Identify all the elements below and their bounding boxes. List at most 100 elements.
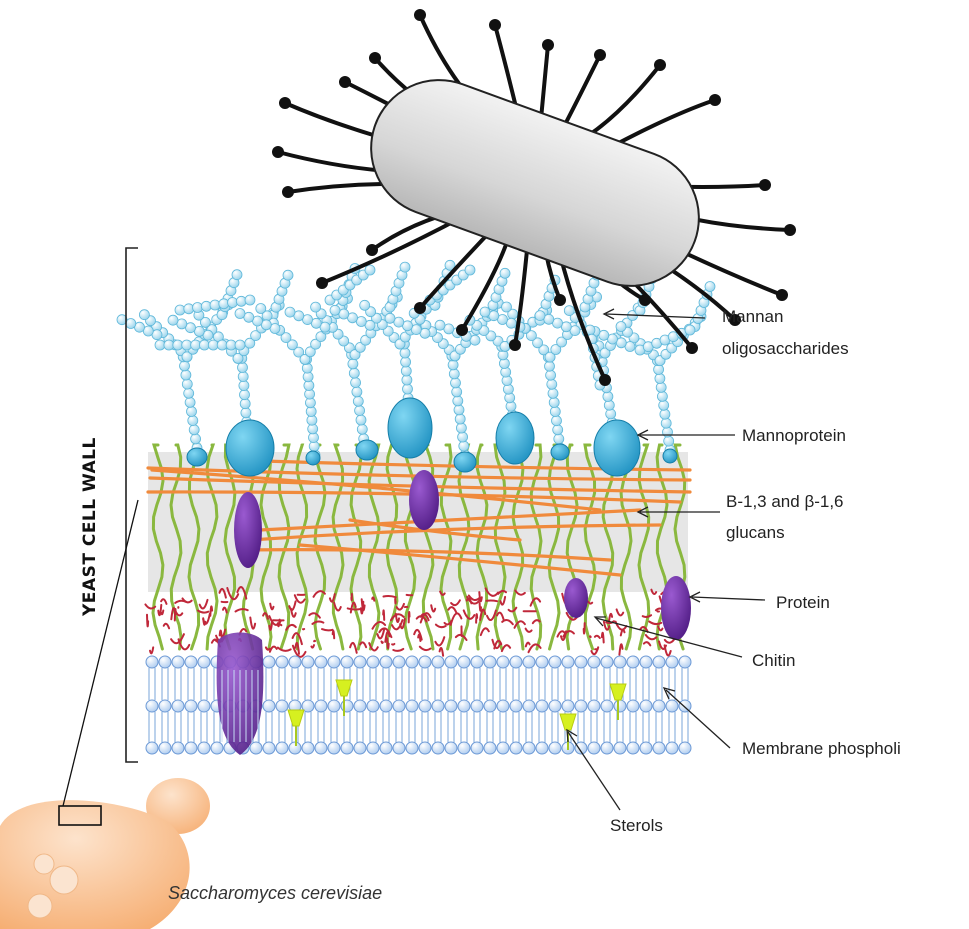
chitin-fiber bbox=[451, 613, 462, 625]
lipid-head bbox=[146, 742, 158, 754]
lipid-head bbox=[640, 700, 652, 712]
pilus-tip bbox=[279, 97, 291, 109]
mannoprotein bbox=[496, 412, 534, 464]
chitin-fiber bbox=[200, 600, 208, 609]
chitin-fiber bbox=[383, 610, 384, 620]
mannan-bead bbox=[458, 432, 468, 442]
chitin-fiber bbox=[161, 599, 166, 604]
chitin-fiber bbox=[476, 614, 477, 623]
mannan-bead bbox=[400, 348, 410, 358]
lipid-head bbox=[484, 700, 496, 712]
chitin-fiber bbox=[502, 645, 510, 651]
lipid-head bbox=[497, 742, 509, 754]
lipid-head bbox=[497, 656, 509, 668]
lipid-head bbox=[315, 700, 327, 712]
chitin-fiber bbox=[175, 601, 186, 603]
chitin-fiber bbox=[360, 642, 366, 647]
lipid-head bbox=[458, 742, 470, 754]
lipid-head bbox=[627, 742, 639, 754]
pilus-tip bbox=[456, 324, 468, 336]
lipid-head bbox=[393, 656, 405, 668]
pilus-tip bbox=[414, 302, 426, 314]
mannan-bead bbox=[448, 360, 458, 370]
lipid-head bbox=[432, 700, 444, 712]
chitin-fiber bbox=[147, 615, 148, 627]
sterols bbox=[288, 680, 626, 750]
mannan-bead bbox=[351, 378, 361, 388]
mannan-bead bbox=[164, 340, 174, 350]
chitin-fiber bbox=[309, 613, 320, 618]
mannan-bead bbox=[357, 424, 367, 434]
protein bbox=[234, 492, 262, 568]
lipid-head bbox=[185, 742, 197, 754]
pilus-tip bbox=[776, 289, 788, 301]
chitin-fiber bbox=[236, 609, 248, 611]
lipid-head bbox=[458, 700, 470, 712]
mannoprotein bbox=[226, 420, 274, 476]
mannan-bead bbox=[193, 303, 203, 313]
chitin-fiber bbox=[384, 596, 396, 597]
mannoprotein bbox=[551, 444, 569, 460]
lipid-head bbox=[276, 700, 288, 712]
chitin-fiber bbox=[602, 633, 604, 643]
lipid-head bbox=[328, 700, 340, 712]
chitin-fiber bbox=[397, 604, 404, 610]
mannan-bead bbox=[453, 396, 463, 406]
mannan-bead bbox=[659, 400, 669, 410]
chitin-fiber bbox=[609, 614, 612, 621]
lipid-head bbox=[471, 700, 483, 712]
bacterium bbox=[272, 9, 796, 386]
mannan-bead bbox=[547, 379, 557, 389]
chitin-fiber bbox=[480, 603, 481, 611]
lipid-head bbox=[445, 656, 457, 668]
lipid-head bbox=[497, 700, 509, 712]
mannan-bead bbox=[705, 282, 715, 292]
chitin-fiber bbox=[431, 605, 435, 611]
mannan-bead bbox=[454, 405, 464, 415]
lipid-head bbox=[588, 656, 600, 668]
mannoprotein bbox=[306, 451, 320, 465]
mannan-bead bbox=[401, 366, 411, 376]
chitin-fiber bbox=[448, 607, 456, 613]
mannan-bead bbox=[356, 415, 366, 425]
chitin-fiber bbox=[665, 645, 671, 655]
lipid-head bbox=[419, 656, 431, 668]
sterol bbox=[288, 710, 304, 726]
lipid-head bbox=[471, 742, 483, 754]
lipid-head bbox=[159, 700, 171, 712]
mannan-bead bbox=[182, 379, 192, 389]
chitin-fiber bbox=[418, 635, 420, 641]
mannan-bead bbox=[435, 320, 445, 330]
chitin-fiber bbox=[658, 627, 662, 631]
protein bbox=[409, 470, 439, 530]
mannan-bead bbox=[456, 423, 466, 433]
chitin-fiber bbox=[529, 644, 541, 652]
lipid-head bbox=[406, 656, 418, 668]
mannan-bead bbox=[235, 309, 245, 319]
chitin-fiber bbox=[621, 630, 625, 636]
lipid-head bbox=[341, 742, 353, 754]
lipid-head bbox=[185, 700, 197, 712]
pilus-tip bbox=[316, 277, 328, 289]
yeast-vacuole bbox=[28, 894, 52, 918]
lipid-head bbox=[198, 656, 210, 668]
lipid-head bbox=[523, 656, 535, 668]
chitin-fiber bbox=[486, 600, 497, 601]
pilus-tip bbox=[414, 9, 426, 21]
lipid-head bbox=[536, 700, 548, 712]
lipid-head bbox=[536, 742, 548, 754]
chitin-fiber bbox=[372, 597, 374, 600]
lipid-head bbox=[653, 700, 665, 712]
chitin-fiber bbox=[502, 620, 513, 624]
mannan-bead bbox=[500, 268, 510, 278]
mannan-bead bbox=[550, 407, 560, 417]
chitin-fiber bbox=[617, 609, 624, 615]
protein bbox=[661, 576, 691, 640]
mannan-bead bbox=[189, 425, 199, 435]
lipid-head bbox=[367, 742, 379, 754]
label-sterols: Sterols bbox=[610, 815, 663, 837]
pilus-tip bbox=[369, 52, 381, 64]
lipid-head bbox=[263, 742, 275, 754]
chitin-fiber bbox=[164, 624, 169, 629]
